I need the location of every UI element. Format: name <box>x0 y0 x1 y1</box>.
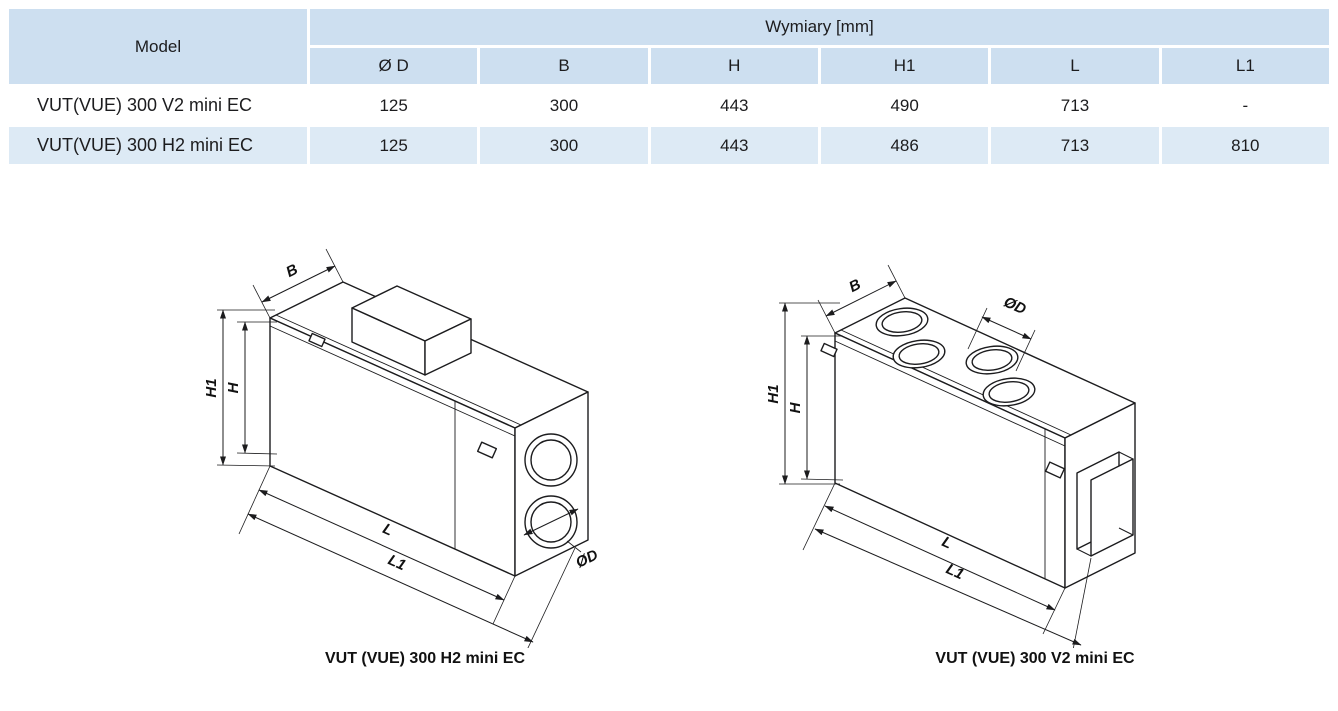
column-header-l1: L1 <box>1161 48 1329 84</box>
dim-label-b: B <box>283 261 300 281</box>
model-column-header: Model <box>9 9 307 84</box>
cell-b: 300 <box>549 95 579 115</box>
column-header-h1: H1 <box>820 48 989 84</box>
cell-d: 125 <box>379 95 408 115</box>
column-header-b: B <box>480 48 648 84</box>
cell-h: 443 <box>650 127 818 164</box>
model-name: VUT(VUE) 300 H2 mini EC <box>9 127 307 164</box>
dimension-lines: B H1 H L L1 ØD <box>765 264 1092 648</box>
cell-l: 713 <box>991 127 1159 164</box>
top-electronics-box <box>351 285 472 376</box>
dim-label-l1: L1 <box>943 561 966 584</box>
dim-label-h: H <box>787 401 804 413</box>
end-control-box <box>1076 451 1134 557</box>
cell-h1: 486 <box>820 127 989 164</box>
dim-label-l: L <box>380 520 395 539</box>
top-ports <box>875 307 1036 407</box>
latches <box>820 342 1066 479</box>
dim-label-h1: H1 <box>765 384 782 403</box>
column-header-d: Ø D <box>310 48 478 84</box>
dim-label-d: ØD <box>573 546 601 571</box>
latches <box>308 332 498 459</box>
technical-drawing-v2: B H1 H L L1 ØD <box>765 264 1136 648</box>
cell-b: 300 <box>480 127 648 164</box>
dim-label-h: H <box>225 381 242 393</box>
dim-label-l1: L1 <box>385 552 408 575</box>
cell-l: 713 <box>1060 95 1090 115</box>
cell-l1: - <box>1242 95 1249 115</box>
caption-h2: VUT (VUE) 300 H2 mini EC <box>324 650 526 667</box>
caption-v2: VUT (VUE) 300 V2 mini EC <box>935 650 1135 667</box>
dimensions-table: Model Wymiary [mm] Ø D B H H1 L L1 VUT(V… <box>6 6 1332 167</box>
column-header-l: L <box>991 48 1159 84</box>
dim-label-b: B <box>846 276 863 296</box>
table-header-row-2: Ø D B H H1 L L1 <box>9 48 1329 84</box>
table-header-row-1: Model Wymiary [mm] <box>9 9 1329 84</box>
dim-label-l: L <box>939 533 954 552</box>
dimensions-group-header: Wymiary [mm] <box>310 9 1329 45</box>
technical-drawing-h2: B H1 H L L1 ØD <box>203 248 601 648</box>
cell-l1: 810 <box>1161 127 1329 164</box>
column-header-h: H <box>650 48 818 84</box>
cell-h1: 490 <box>890 95 919 115</box>
table-row-v2: VUT(VUE) 300 V2 mini EC 125 300 443 490 … <box>9 87 1329 124</box>
model-name: VUT(VUE) 300 V2 mini EC <box>37 95 253 115</box>
cell-h: 443 <box>720 95 749 115</box>
unit-body <box>834 297 1136 589</box>
dim-label-d: ØD <box>1001 294 1029 319</box>
table-row-h2: VUT(VUE) 300 H2 mini EC 125 300 443 486 … <box>9 127 1329 164</box>
dim-label-h1: H1 <box>203 378 220 397</box>
cell-d: 125 <box>310 127 478 164</box>
